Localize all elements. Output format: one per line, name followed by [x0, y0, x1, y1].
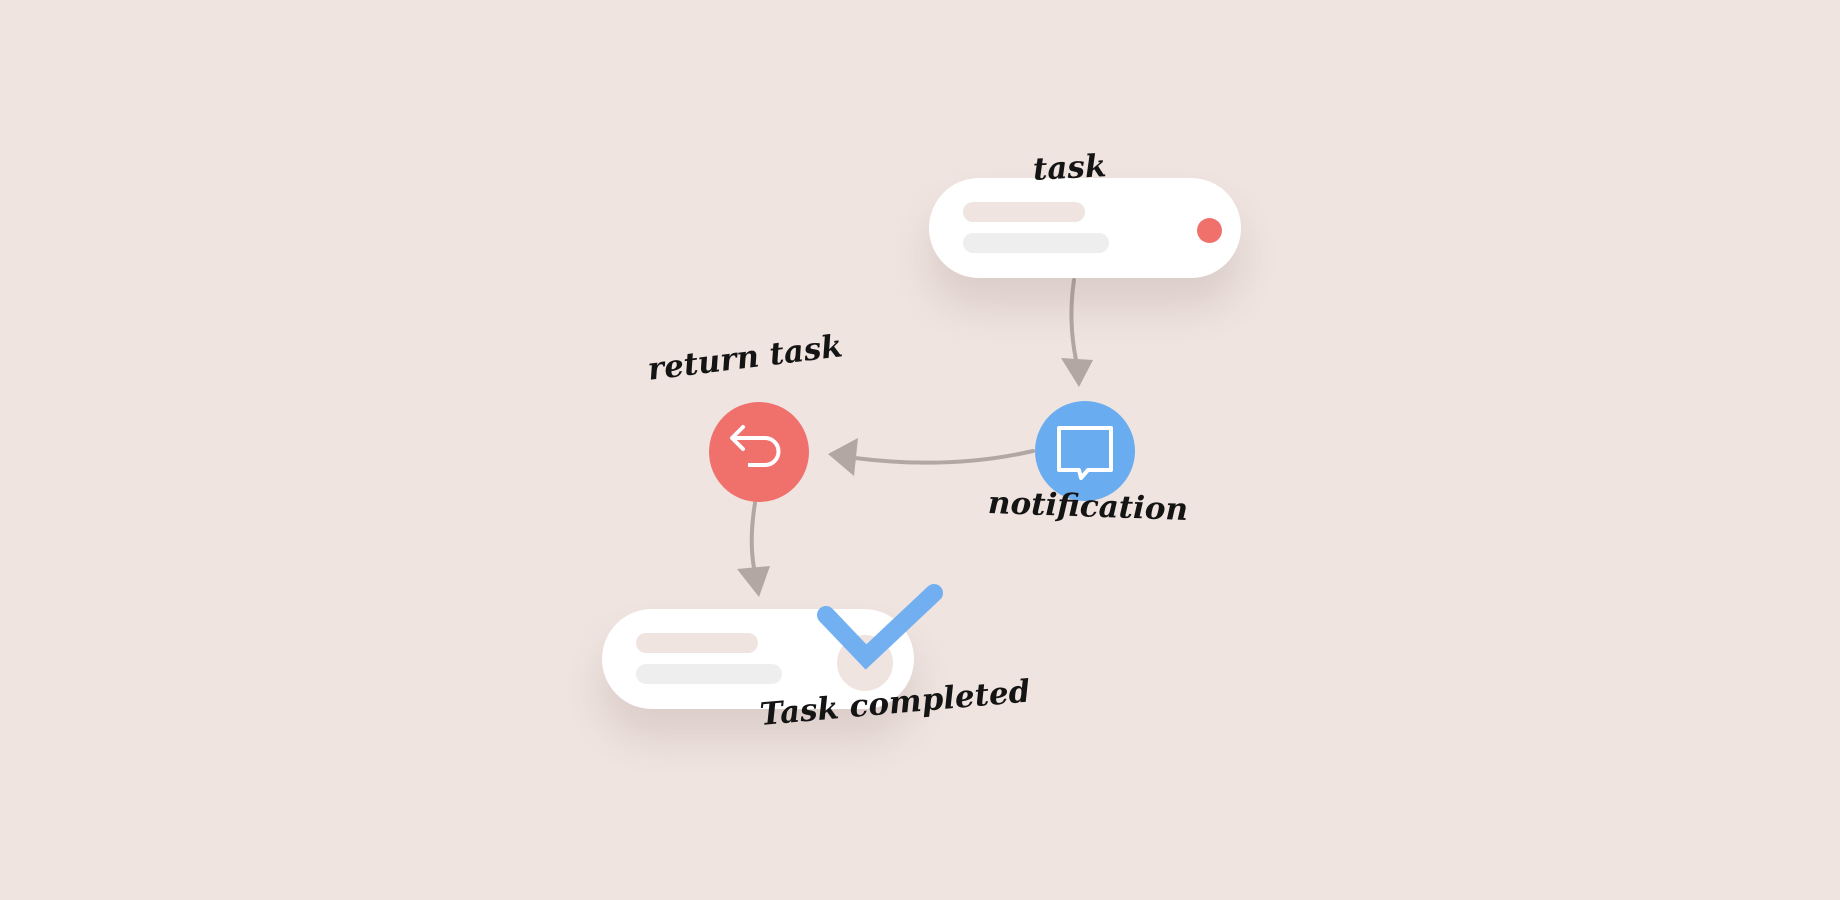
edge-notification-to-return-task	[828, 438, 1035, 476]
task-card	[929, 178, 1241, 278]
placeholder-line	[963, 233, 1109, 253]
notification-node	[1035, 401, 1135, 501]
notification-label: notification	[987, 485, 1189, 528]
edge-task-to-notification	[1061, 278, 1093, 387]
undo-arrow-icon	[730, 425, 781, 467]
arrowhead	[828, 438, 858, 476]
placeholder-line	[636, 633, 758, 653]
edge-return-task-to-task-completed	[737, 501, 770, 597]
placeholder-line	[636, 664, 782, 684]
status-dot	[1197, 218, 1222, 243]
placeholder-line	[963, 202, 1085, 222]
return-task-node	[709, 402, 809, 502]
arrowhead	[737, 566, 770, 597]
arrowhead	[1061, 358, 1093, 387]
task-label: task	[1032, 148, 1108, 188]
checkmark-icon	[817, 584, 943, 670]
chat-bubble-icon	[1057, 426, 1113, 480]
